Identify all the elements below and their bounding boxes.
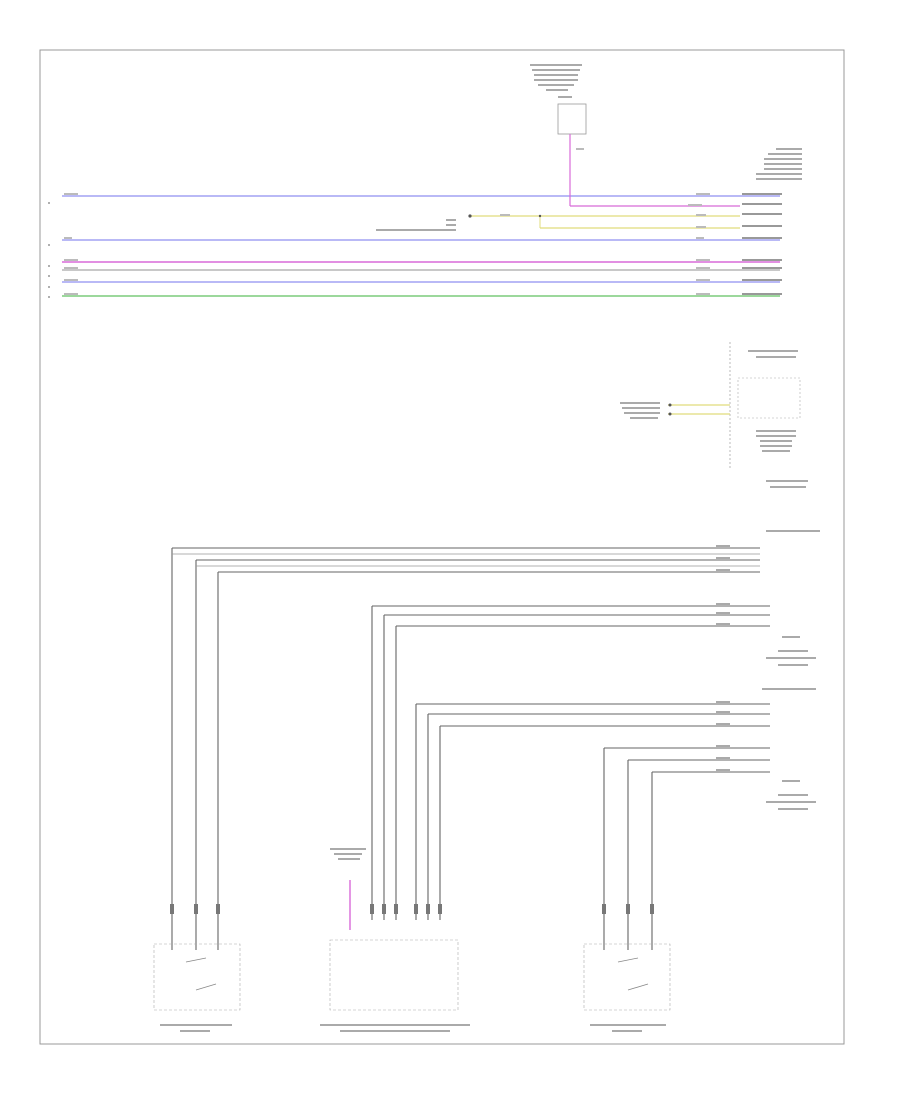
wire-codes-right [696,193,710,295]
wire-group-2 [371,605,770,920]
top-module [530,64,740,207]
center-module [320,848,470,1032]
wire-group-1 [171,547,760,950]
bottom-terminals [170,904,654,914]
instrument-cluster [620,342,808,488]
wire-codes-left [64,193,78,295]
top-module-box [557,103,587,135]
bus-wires [62,195,780,297]
diagram-frame [39,49,845,1045]
yellow-wires [376,214,740,231]
wire-group-4 [603,747,770,950]
left-switch [153,943,241,1032]
right-switch [583,943,671,1032]
lower-right-codes [716,530,820,810]
left-markers [48,202,50,298]
wire-group-3 [415,703,770,920]
right-connector-top [688,148,802,295]
